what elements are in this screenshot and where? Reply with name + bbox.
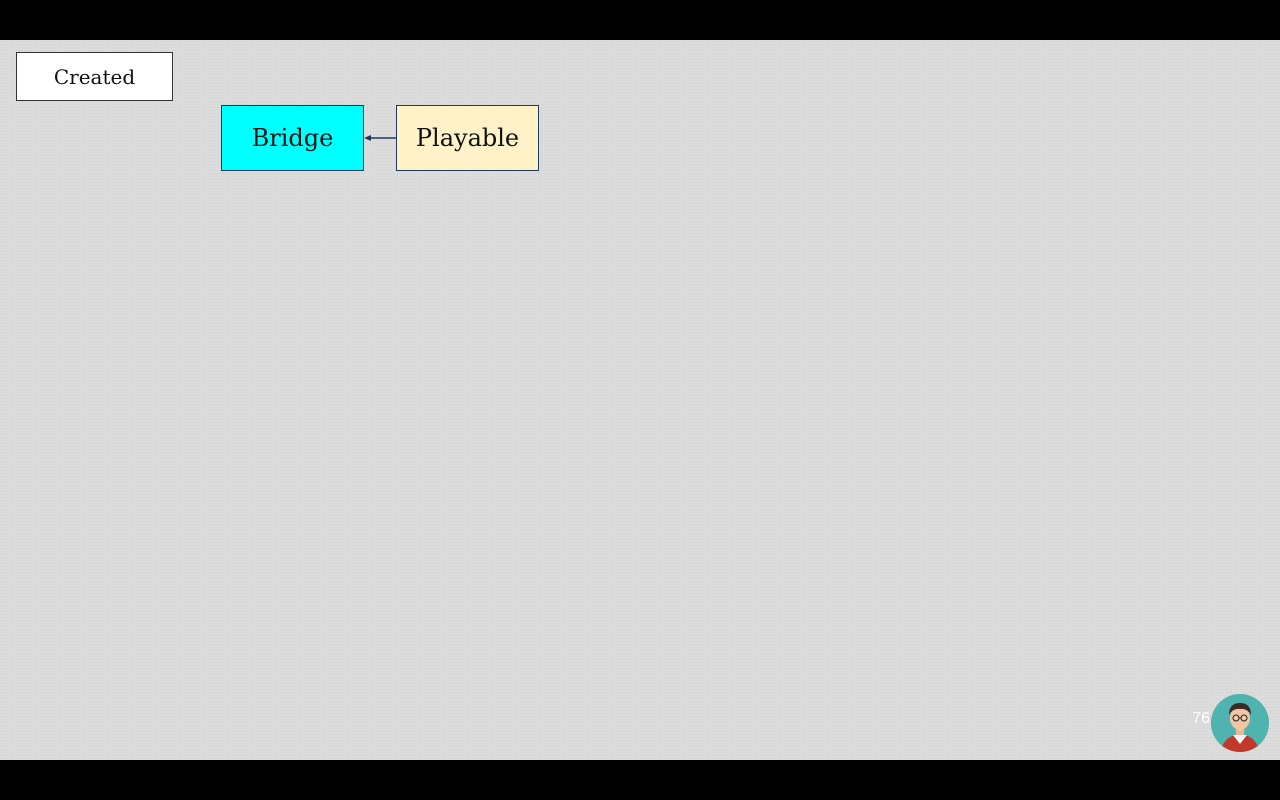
node-playable: Playable <box>396 105 539 171</box>
avatar-illustration <box>1211 694 1269 752</box>
node-bridge-label: Bridge <box>251 124 334 152</box>
letterbox-bottom <box>0 760 1280 800</box>
slide: Created Bridge Playable 76 <box>0 40 1280 760</box>
page-number: 76 <box>1192 710 1210 727</box>
edge-playable-to-bridge <box>364 135 396 141</box>
edges <box>364 135 396 141</box>
status-label-box: Created <box>16 52 173 101</box>
status-label: Created <box>53 64 136 89</box>
node-bridge: Bridge <box>221 105 364 171</box>
presenter-avatar <box>1211 694 1269 752</box>
letterbox-top <box>0 0 1280 40</box>
node-playable-label: Playable <box>415 124 520 152</box>
